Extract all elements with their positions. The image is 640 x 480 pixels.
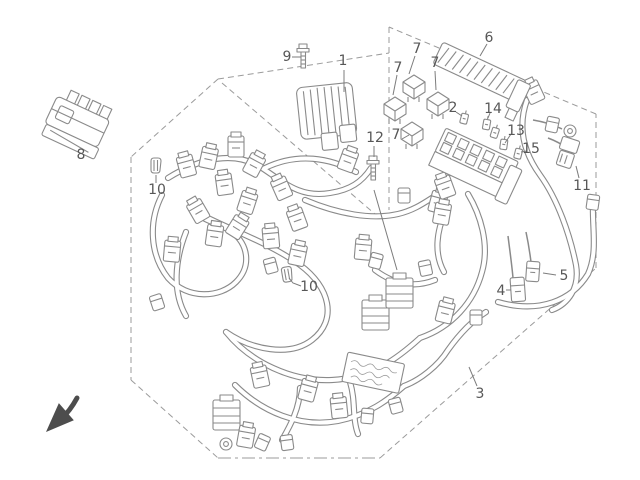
part-callout-10: 10 xyxy=(148,182,166,198)
part-callout-5: 5 xyxy=(559,268,569,284)
part-callout-12: 12 xyxy=(366,130,384,146)
part-callout-7: 7 xyxy=(412,41,422,57)
harness-label-patch xyxy=(341,351,405,394)
part-8-relay-box xyxy=(41,89,113,160)
connector-11 xyxy=(555,135,581,169)
part-callout-14: 14 xyxy=(484,101,502,117)
direction-arrow-icon xyxy=(46,395,80,432)
part-callout-7: 7 xyxy=(430,55,440,71)
fuse-box-body xyxy=(428,128,523,205)
part-callout-9: 9 xyxy=(282,49,292,65)
part-callout-10: 10 xyxy=(300,279,318,295)
part-callout-6: 6 xyxy=(484,30,494,46)
wiring-harness-illustration xyxy=(148,75,601,453)
clip-10a xyxy=(150,157,162,174)
connector-4 xyxy=(509,276,527,303)
part-1-regulator xyxy=(296,82,358,151)
part-callout-7: 7 xyxy=(393,60,403,76)
bolt-9 xyxy=(296,43,310,69)
part-callout-2: 2 xyxy=(448,100,458,116)
connector-5 xyxy=(525,260,541,283)
part-callout-15: 15 xyxy=(522,141,540,157)
leader-lines xyxy=(155,43,580,387)
part-callout-4: 4 xyxy=(496,283,506,299)
part-callout-8: 8 xyxy=(76,147,86,163)
clip-10b xyxy=(280,265,294,284)
part-callout-13: 13 xyxy=(507,123,525,139)
part-callout-3: 3 xyxy=(475,386,485,402)
part-callout-1: 1 xyxy=(338,53,348,69)
part-callout-7: 7 xyxy=(391,127,401,143)
part-6-fuse-box-cover xyxy=(433,42,531,122)
part-callout-11: 11 xyxy=(573,178,591,194)
